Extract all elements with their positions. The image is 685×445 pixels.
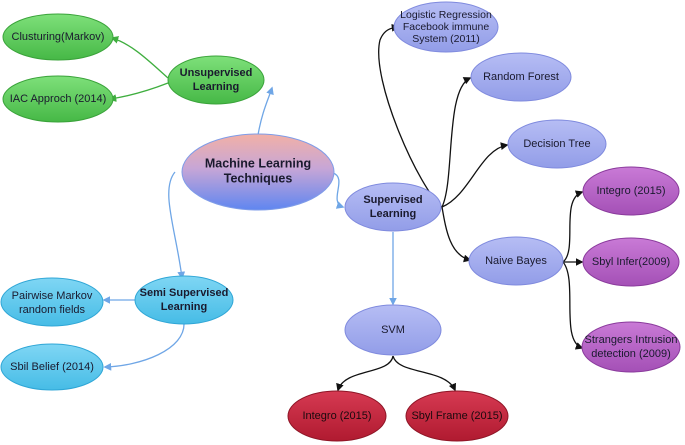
node-label: Unsupervised [180, 67, 253, 79]
edge-unsup-iac [108, 82, 169, 102]
node-unsupervised-learning: Unsupervised Learning [167, 55, 265, 105]
edge-svm-sbylframe [392, 355, 456, 392]
node-label: random fields [19, 304, 86, 316]
node-sbyl-infer: Sbyl Infer(2009) [582, 237, 680, 287]
node-label: Semi Supervised [140, 287, 229, 299]
node-naive-bayes: Naive Bayes [468, 236, 564, 286]
node-label: Supervised [363, 194, 422, 206]
node-machine-learning-techniques: Machine Learning Techniques [181, 133, 335, 211]
node-label: System (2011) [412, 33, 480, 45]
node-label: detection (2009) [591, 348, 671, 360]
node-label: Clusturing(Markov) [12, 31, 105, 43]
node-label: Logistic Regression [400, 9, 492, 21]
node-integro-2015-nb: Integro (2015) [582, 166, 680, 216]
node-logistic-regression: Logistic Regression Facebook immune Syst… [393, 1, 499, 53]
node-label: Techniques [224, 171, 293, 185]
node-decision-tree: Decision Tree [507, 119, 607, 169]
node-label: Learning [161, 301, 207, 313]
node-label: Integro (2015) [596, 185, 665, 197]
edge-sup-logistic [378, 23, 443, 208]
node-label: Naive Bayes [485, 255, 547, 267]
node-label: Decision Tree [523, 138, 590, 150]
node-label: Strangers Intrusion [585, 334, 678, 346]
edge-root-supervised [332, 172, 345, 209]
edge-root-semi [168, 171, 186, 280]
edge-nb-strangers [562, 261, 584, 350]
node-label: Random Forest [483, 71, 559, 83]
node-semi-supervised-learning: Semi Supervised Learning [134, 275, 234, 325]
node-label: Machine Learning [205, 156, 311, 170]
edge-unsup-clustering [110, 36, 169, 79]
node-label: Sbyl Infer(2009) [592, 256, 670, 268]
node-label: Integro (2015) [302, 410, 371, 422]
node-label: Pairwise Markov [12, 290, 93, 302]
edge-sup-randomforest [441, 77, 472, 208]
node-supervised-learning: Supervised Learning [344, 182, 442, 232]
edge-nb-integro [562, 190, 584, 263]
node-sbyl-frame: Sbyl Frame (2015) [405, 390, 509, 442]
edge-sup-naivebayes [441, 206, 472, 263]
node-label: Learning [370, 208, 416, 220]
node-clustering-markov: Clusturing(Markov) [2, 13, 114, 61]
node-label: Sbil Belief (2014) [10, 361, 94, 373]
node-random-forest: Random Forest [470, 52, 572, 102]
edge-root-unsupervised [257, 86, 274, 136]
edge-sup-decisiontree [441, 142, 509, 208]
node-label: Learning [193, 81, 239, 93]
node-pairwise-markov: Pairwise Markov random fields [0, 277, 104, 327]
node-integro-2015-svm: Integro (2015) [287, 390, 387, 442]
edge-svm-integro [336, 355, 394, 392]
node-label: SVM [381, 324, 405, 336]
node-strangers-intrusion: Strangers Intrusion detection (2009) [581, 321, 681, 373]
node-label: Facebook immune [403, 21, 490, 33]
node-label: IAC Approch (2014) [10, 93, 107, 105]
node-sbil-belief: Sbil Belief (2014) [0, 343, 104, 391]
edges [102, 23, 584, 392]
node-iac-approach: IAC Approch (2014) [2, 75, 114, 123]
node-svm: SVM [344, 304, 442, 356]
edge-semi-sbil [103, 321, 185, 371]
node-label: Sbyl Frame (2015) [411, 410, 502, 422]
